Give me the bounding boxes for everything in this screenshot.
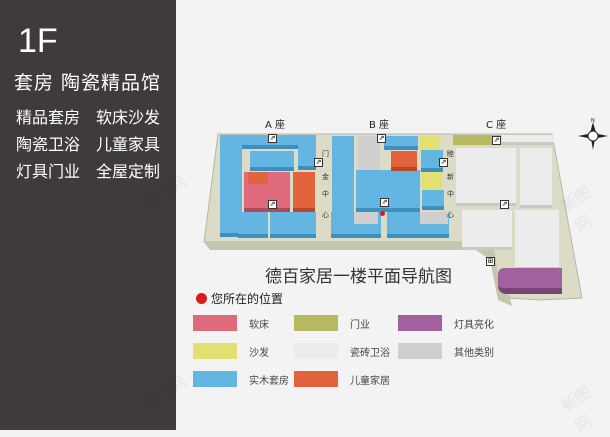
category: 软床沙发	[96, 108, 161, 127]
category: 灯具门业	[16, 162, 81, 181]
escalator-icon: ⇗	[377, 134, 386, 143]
corridor-char: 中	[322, 190, 329, 198]
legend-item: 软床	[193, 315, 269, 331]
block-c-label: C 座	[486, 120, 507, 131]
legend-item: 瓷砖卫浴	[294, 343, 390, 359]
legend-item: 儿童家居	[294, 371, 390, 387]
left-panel: 1F 套房 陶瓷精品馆 精品套房 软床沙发 陶瓷卫浴 儿童家具 灯具门业 全屋定…	[0, 0, 176, 430]
corridor-char: 金	[322, 173, 329, 181]
compass-icon: N	[578, 118, 608, 150]
block-b-label: B 座	[369, 120, 390, 131]
corridor-char: 新	[447, 173, 454, 181]
floor-label: 1F	[18, 22, 58, 60]
corridor-char: 中	[447, 190, 454, 198]
escalator-icon: ⇗	[314, 158, 323, 167]
legend-item: 其他类别	[398, 343, 494, 359]
legend-item: 门业	[294, 315, 370, 331]
elevator-icon: ⊞	[486, 257, 495, 266]
block-a-label: A 座	[265, 120, 286, 131]
hall-name: 套房 陶瓷精品馆	[14, 72, 162, 94]
category: 全屋定制	[96, 162, 161, 181]
map-title: 德百家居一楼平面导航图	[265, 267, 452, 287]
you-are-here-marker	[380, 211, 385, 216]
corridor-char: 心	[447, 211, 454, 219]
category: 陶瓷卫浴	[16, 135, 81, 154]
compass-n: N	[591, 118, 595, 124]
escalator-icon: ⇗	[439, 158, 448, 167]
escalator-icon: ⇗	[268, 134, 277, 143]
category: 儿童家具	[96, 135, 161, 154]
you-are-here-legend: 您所在的位置	[196, 290, 283, 307]
legend-item: 灯具亮化	[398, 315, 494, 331]
legend-item: 实木套房	[193, 371, 289, 387]
corridor-char: 门	[322, 150, 329, 158]
escalator-icon: ⇗	[268, 200, 277, 209]
escalator-icon: ⇗	[492, 136, 501, 145]
escalator-icon: ⇗	[500, 200, 509, 209]
escalator-icon: ⇗	[380, 198, 389, 207]
category: 精品套房	[16, 108, 81, 127]
you-are-here-text: 您所在的位置	[211, 292, 284, 306]
corridor-char: 心	[322, 211, 329, 219]
legend-item: 沙发	[193, 343, 269, 359]
corridor-char: 睦	[447, 150, 454, 158]
red-dot-icon	[196, 293, 207, 304]
